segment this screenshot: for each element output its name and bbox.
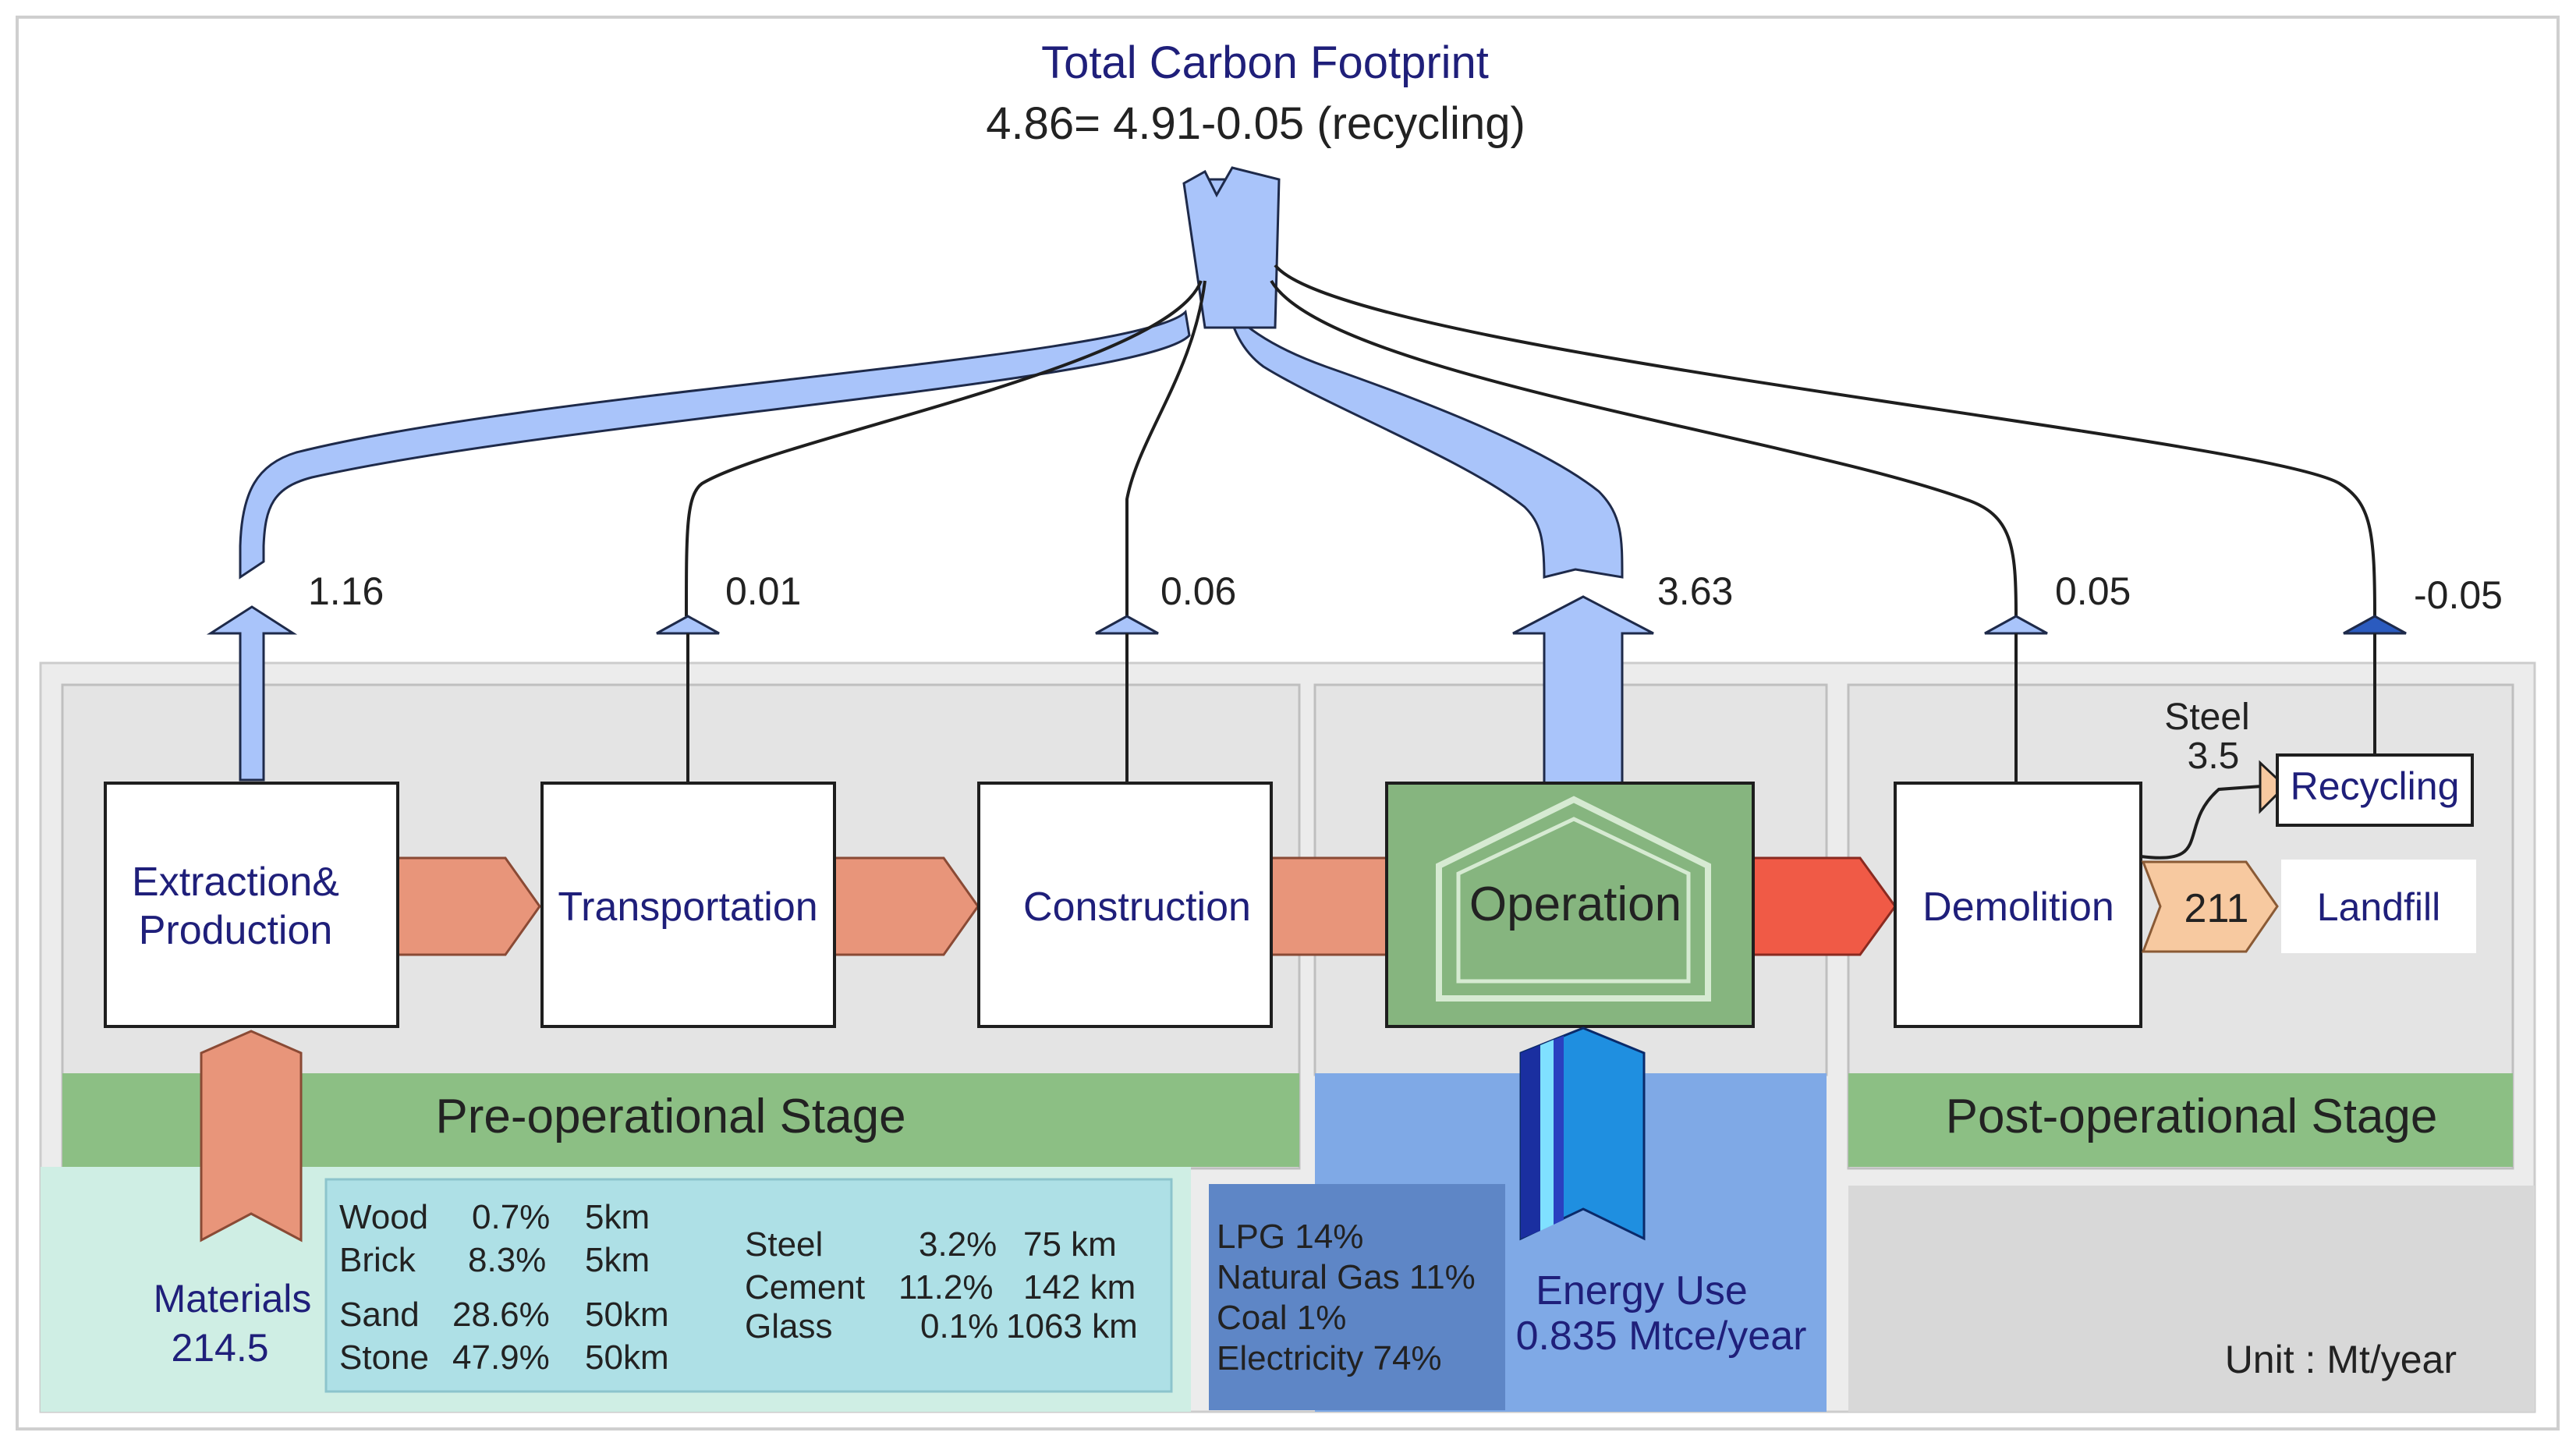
label-recycling: Recycling [2291,764,2460,808]
material-share: 28.6% [452,1296,550,1334]
post-stage-bar [1848,1073,2513,1167]
material-share: 0.7% [472,1198,550,1236]
pre-stage-label: Pre-operational Stage [435,1090,905,1143]
carbon-flow-extraction [239,309,1191,580]
landfill-value: 211 [2184,886,2249,931]
house-icon [1436,796,1711,1002]
box-recycling [2276,753,2474,827]
carbon-flow-top-cap [1182,166,1281,329]
post-stage-label: Post-operational Stage [1946,1090,2438,1143]
energy-mix-item: Natural Gas 11% [1217,1258,1476,1296]
material-name: Stone [339,1338,429,1377]
label-landfill: Landfill [2317,885,2440,929]
energy-mix-list: LPG 14% Natural Gas 11% Coal 1% Electric… [1217,1218,1476,1377]
flow-value-extraction: 1.16 [308,569,384,613]
material-name: Glass [745,1307,832,1345]
materials-list-left: Wood 0.7% 5km Brick 8.3% 5km Sand 28.6% … [339,1198,669,1377]
material-share: 0.1% [920,1307,998,1345]
box-operation [1385,782,1755,1028]
energy-mix-box [1209,1184,1505,1410]
material-share: 47.9% [452,1338,550,1377]
material-distance: 142 km [1023,1268,1136,1306]
arrow-extraction [206,605,298,782]
material-name: Wood [339,1198,428,1236]
label-operation: Operation [1469,877,1681,931]
energy-label: Energy Use [1536,1268,1748,1314]
diagram-equation: 4.86= 4.91-0.05 (recycling) [986,98,1525,149]
flow-value-transportation: 0.01 [725,569,801,613]
material-distance: 75 km [1023,1225,1117,1264]
carbon-flow-construction [1125,280,1207,616]
material-distance: 50km [585,1296,669,1334]
label-transportation: Transportation [558,885,817,930]
energy-input-arrow [1519,1026,1646,1241]
box-transportation [540,782,836,1028]
carbon-flow-transportation [685,280,1203,617]
materials-table [324,1178,1173,1393]
energy-value: 0.835 Mtce/year [1516,1314,1807,1359]
carbon-flow-recycling [1274,264,2376,617]
materials-list-right: Steel 3.2% 75 km Cement 11.2% 142 km Gla… [745,1225,1138,1345]
material-name: Cement [745,1268,865,1306]
steel-label: Steel [2164,697,2249,738]
materials-value: 214.5 [171,1326,268,1370]
flow-value-recycling: -0.05 [2414,573,2503,617]
steel-flow-line [2140,785,2262,860]
label-extraction-line1: Extraction& [132,860,339,905]
carbon-flow-demolition [1270,279,2018,617]
diagram-title: Total Carbon Footprint [1041,37,1489,88]
flow-value-demolition: 0.05 [2055,569,2131,613]
label-extraction-line2: Production [139,908,333,953]
flow-value-operation: 3.63 [1657,569,1733,613]
steel-value: 3.5 [2188,736,2240,777]
arrow-to-recycling [2259,760,2287,814]
carbon-flows [239,166,2376,617]
material-distance: 5km [585,1198,650,1236]
unit-label: Unit : Mt/year [2225,1338,2457,1381]
label-construction: Construction [1023,885,1251,930]
box-construction [977,782,1273,1028]
energy-mix-item: LPG 14% [1217,1218,1363,1256]
material-distance: 50km [585,1338,669,1377]
box-demolition [1894,782,2142,1028]
material-share: 11.2% [898,1268,994,1306]
materials-label: Materials [154,1277,312,1321]
flow-value-construction: 0.06 [1160,569,1236,613]
energy-mix-item: Coal 1% [1217,1299,1346,1337]
unit-panel [1848,1186,2535,1412]
carbon-flow-operation [1193,178,1624,579]
arrow-operation [1512,595,1654,785]
materials-input-arrow [200,1030,303,1243]
material-distance: 5km [585,1241,650,1279]
material-name: Brick [339,1241,416,1279]
material-name: Steel [745,1225,823,1264]
box-extraction [104,782,399,1028]
material-name: Sand [339,1296,420,1334]
arrow-to-landfill [2141,860,2279,953]
material-distance: 1063 km [1006,1307,1138,1345]
box-landfill [2281,860,2476,953]
upward-arrows [206,595,2407,785]
material-share: 3.2% [919,1225,997,1264]
energy-mix-item: Electricity 74% [1217,1339,1442,1377]
material-share: 8.3% [468,1241,546,1279]
label-demolition: Demolition [1922,885,2114,930]
